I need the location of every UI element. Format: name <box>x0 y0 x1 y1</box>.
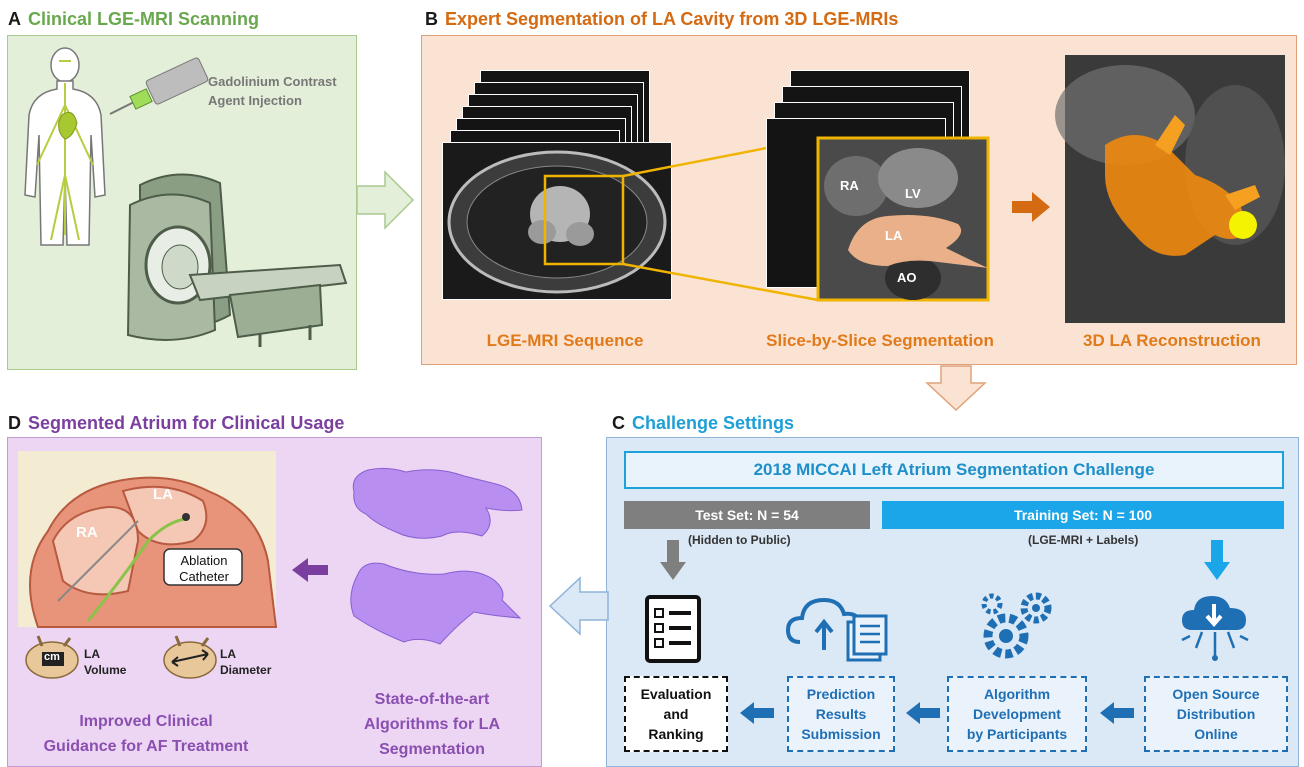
la-volume-label: LA Volume <box>84 647 127 677</box>
mri-scanner-icon <box>126 173 348 347</box>
panel-c-letter: C <box>612 413 625 433</box>
la-reconstruction-image <box>1055 55 1285 323</box>
cm-badge: cm <box>44 651 60 663</box>
panel-b-title-text: Expert Segmentation of LA Cavity from 3D… <box>445 9 899 29</box>
panel-d-title: D Segmented Atrium for Clinical Usage <box>8 413 344 434</box>
test-note: (Hidden to Public) <box>688 533 791 547</box>
arrow-test-down <box>660 540 686 580</box>
arrow-step-2 <box>906 702 940 724</box>
heart-label-la: LA <box>153 486 173 503</box>
heart-illustration <box>18 451 278 628</box>
algorithms-caption: State-of-the-art Algorithms for LA Segme… <box>364 691 500 758</box>
training-note: (LGE-MRI + Labels) <box>1028 533 1139 547</box>
la-diameter-icon <box>163 635 217 679</box>
training-set-bar: Training Set: N = 100 <box>882 501 1284 529</box>
arrow-training-down <box>1204 540 1230 580</box>
panel-a-title-text: Clinical LGE-MRI Scanning <box>28 9 260 29</box>
panel-c-title-text: Challenge Settings <box>632 413 795 433</box>
panel-a-title: A Clinical LGE-MRI Scanning <box>8 9 259 30</box>
la-volume-icon <box>25 635 79 679</box>
arrow-to-heart <box>292 558 328 582</box>
open-source-box: Open Source Distribution Online <box>1144 676 1288 752</box>
gears-icon <box>981 592 1052 659</box>
la-diameter-label: LA Diameter <box>220 647 272 677</box>
arrow-c-to-d <box>548 576 609 636</box>
panel-b-letter: B <box>425 9 438 29</box>
segmented-atrium-shape-bottom <box>350 562 522 645</box>
injection-label: Gadolinium Contrast Agent Injection <box>208 74 337 108</box>
test-set-bar: Test Set: N = 54 <box>624 501 870 529</box>
label-lv: LV <box>905 186 921 201</box>
arrow-step-3 <box>1100 702 1134 724</box>
slice-segmentation-image <box>816 136 990 302</box>
arrow-a-to-b <box>356 170 415 230</box>
label-la: LA <box>885 228 903 243</box>
prediction-submission-box: Prediction Results Submission <box>787 676 895 752</box>
guidance-caption: Improved Clinical Guidance for AF Treatm… <box>43 713 249 755</box>
mri-front-image <box>447 150 667 294</box>
human-figure-icon <box>24 47 106 246</box>
panel-a-letter: A <box>8 9 21 29</box>
cloud-upload-icon <box>785 597 888 662</box>
panel-d-letter: D <box>8 413 21 433</box>
arrow-b-to-c <box>925 365 987 412</box>
syringe-icon <box>109 57 209 115</box>
panel-d-title-text: Segmented Atrium for Clinical Usage <box>28 413 345 433</box>
label-ao: AO <box>897 270 917 285</box>
evaluation-ranking-box: Evaluation and Ranking <box>624 676 728 752</box>
caption-sequence: LGE-MRI Sequence <box>486 331 644 350</box>
panel-c-title: C Challenge Settings <box>612 413 794 434</box>
arrow-step-1 <box>740 702 774 724</box>
arrow-to-reconstruction <box>1012 192 1050 222</box>
caption-slice: Slice-by-Slice Segmentation <box>766 331 994 350</box>
segmented-atrium-shape-top <box>352 467 523 539</box>
cloud-download-icon <box>1181 596 1249 661</box>
label-ra: RA <box>840 178 859 193</box>
challenge-name-box: 2018 MICCAI Left Atrium Segmentation Cha… <box>624 451 1284 489</box>
algorithm-development-box: Algorithm Development by Participants <box>947 676 1087 752</box>
caption-recon: 3D LA Reconstruction <box>1083 331 1261 350</box>
catheter-label: Ablation Catheter <box>179 553 229 584</box>
heart-label-ra: RA <box>76 524 98 541</box>
panel-b-title: B Expert Segmentation of LA Cavity from 3… <box>425 9 898 30</box>
checklist-icon <box>645 595 701 663</box>
